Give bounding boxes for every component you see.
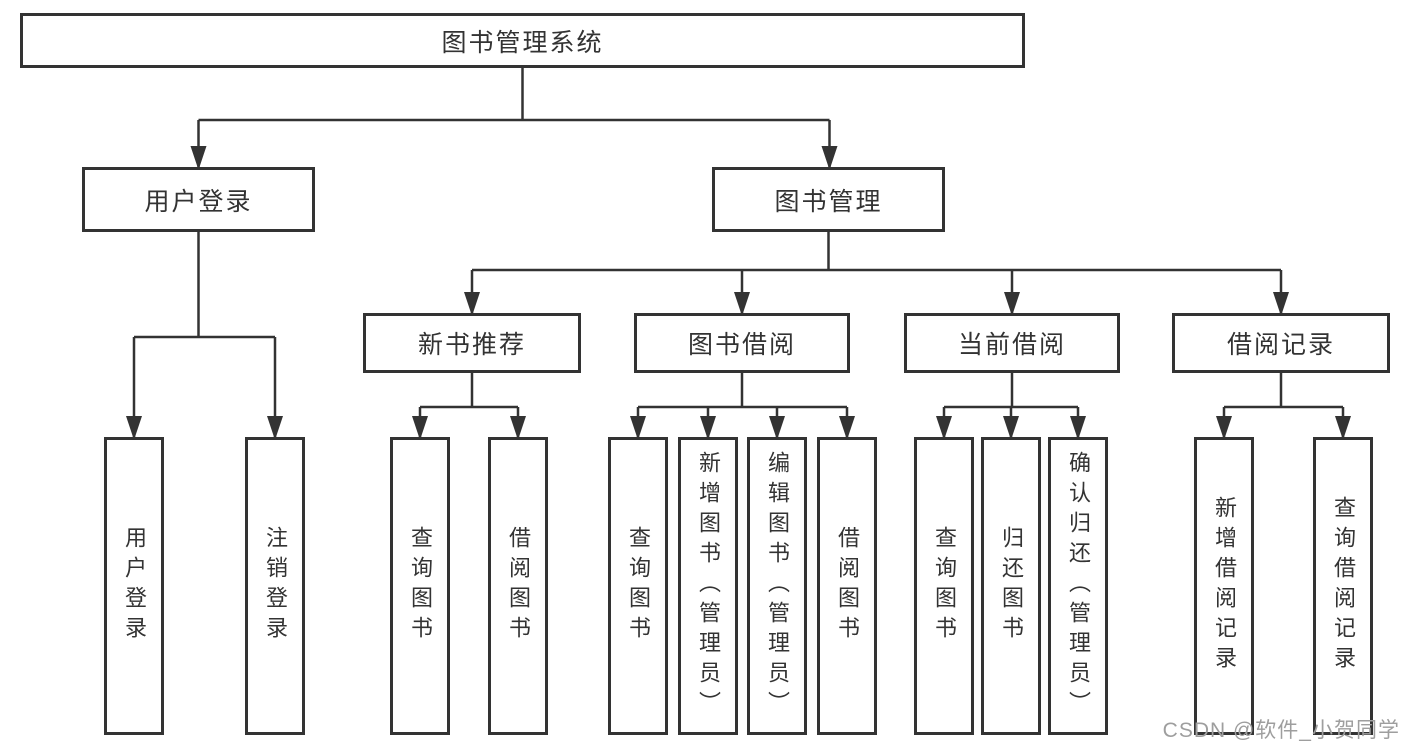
connector-book-management-branch <box>472 232 1281 272</box>
node-label: 图书管理系统 <box>441 28 604 57</box>
node-user-login-branch: 用户登录 <box>82 167 315 232</box>
leaf-label: 用户登录 <box>122 526 147 646</box>
leaf-edit-book-admin: 编辑图书（管理员） <box>747 437 807 735</box>
leaf-borrow-book-recommend: 借阅图书 <box>488 437 548 735</box>
node-root-system: 图书管理系统 <box>20 13 1025 68</box>
leaf-label: 归还图书 <box>999 526 1024 646</box>
connector-current-borrow-branch <box>944 373 1078 409</box>
leaf-confirm-return-admin: 确认归还（管理员） <box>1048 437 1108 735</box>
node-current-borrow: 当前借阅 <box>904 313 1120 373</box>
leaf-label: 查询借阅记录 <box>1331 496 1356 676</box>
node-new-book-recommend: 新书推荐 <box>363 313 581 373</box>
leaf-logout-login: 注销登录 <box>245 437 305 735</box>
node-label: 用户登录 <box>144 187 253 216</box>
leaf-add-book-admin: 新增图书（管理员） <box>678 437 738 735</box>
connector-root-branch <box>198 68 830 122</box>
leaf-label: 确认归还（管理员） <box>1066 451 1091 721</box>
connector-user-login-branch <box>134 232 275 339</box>
leaf-query-book-borrow: 查询图书 <box>608 437 668 735</box>
leaf-label: 查询图书 <box>626 526 651 646</box>
node-label: 当前借阅 <box>957 331 1066 359</box>
leaf-label: 注销登录 <box>263 526 288 646</box>
leaf-label: 借阅图书 <box>835 526 860 646</box>
leaf-borrow-book: 借阅图书 <box>817 437 877 735</box>
csdn-watermark: CSDN @软件_小贺同学 <box>1162 719 1400 742</box>
leaf-return-book: 归还图书 <box>981 437 1041 735</box>
connector-new-book-branch <box>420 373 518 409</box>
leaf-add-borrow-record: 新增借阅记录 <box>1194 437 1254 735</box>
leaf-user-login: 用户登录 <box>104 437 164 735</box>
leaf-query-book-current: 查询图书 <box>914 437 974 735</box>
leaf-query-book-recommend: 查询图书 <box>390 437 450 735</box>
leaf-label: 查询图书 <box>932 526 957 646</box>
connector-book-borrow-branch <box>638 373 847 409</box>
node-label: 借阅记录 <box>1226 331 1335 359</box>
node-label: 图书管理 <box>774 187 883 216</box>
connector-borrow-records-branch <box>1224 373 1343 409</box>
leaf-label: 新增图书（管理员） <box>696 451 721 721</box>
leaf-label: 借阅图书 <box>506 526 531 646</box>
leaf-label: 查询图书 <box>408 526 433 646</box>
leaf-label: 编辑图书（管理员） <box>765 451 790 721</box>
leaf-query-borrow-record: 查询借阅记录 <box>1313 437 1373 735</box>
node-borrow-records: 借阅记录 <box>1172 313 1390 373</box>
node-label: 新书推荐 <box>417 331 526 359</box>
node-book-management: 图书管理 <box>712 167 945 232</box>
node-label: 图书借阅 <box>687 331 796 359</box>
node-book-borrow: 图书借阅 <box>634 313 850 373</box>
leaf-label: 新增借阅记录 <box>1212 496 1237 676</box>
